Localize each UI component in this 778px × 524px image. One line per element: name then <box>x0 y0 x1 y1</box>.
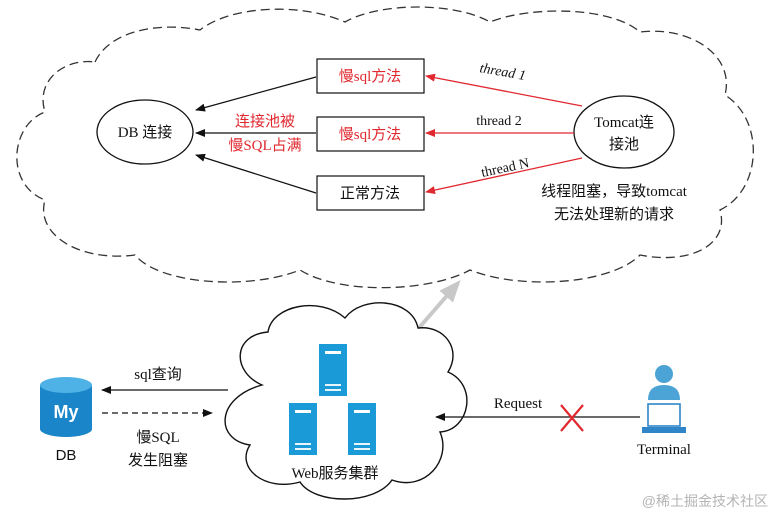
threadN-label: thread N <box>480 156 531 181</box>
thread-blocked-note-line2: 无法处理新的请求 <box>554 206 674 223</box>
db-connection-node <box>96 99 194 165</box>
arrow-normal-to-db <box>195 153 317 194</box>
watermark: @稀土掘金技术社区 <box>642 493 768 509</box>
pool-full-note-line2: 慢SQL占满 <box>228 137 301 154</box>
server-icon-left <box>289 403 317 455</box>
threadN-arrow <box>425 157 583 194</box>
request-label: Request <box>494 396 543 412</box>
slow-method-label-2: 慢sql方法 <box>339 126 402 143</box>
tomcat-pool-node <box>573 95 675 169</box>
slow-method-box-2 <box>316 116 425 152</box>
terminal-user-icon <box>642 365 686 433</box>
thread2-label: thread 2 <box>476 114 521 129</box>
terminal-label: Terminal <box>637 442 691 458</box>
web-cluster-label: Web服务集群 <box>291 465 378 482</box>
pool-full-note-line1: 连接池被 <box>235 113 295 130</box>
tomcat-pool-label-line2: 接池 <box>609 136 639 153</box>
normal-method-label: 正常方法 <box>340 185 400 202</box>
slow-method-label-1: 慢sql方法 <box>339 68 402 85</box>
slow-method-box-1 <box>316 58 425 94</box>
arrow-slow1-to-db <box>195 76 317 112</box>
thread1-arrow <box>425 73 583 107</box>
normal-method-box <box>316 175 425 211</box>
db-connection-label: DB 连接 <box>118 124 173 141</box>
slow-sql-label-line1: 慢SQL <box>136 429 179 446</box>
thread1-label: thread 1 <box>478 61 526 84</box>
mysql-logo-text: My <box>53 402 78 422</box>
thread-blocked-note-line1: 线程阻塞，导致tomcat <box>541 182 688 200</box>
db-label: DB <box>56 447 77 464</box>
top-cloud-outline <box>16 6 754 289</box>
sql-query-label: sql查询 <box>134 366 182 383</box>
server-icon-top <box>319 344 347 396</box>
slow-sql-label-line2: 发生阻塞 <box>128 451 188 469</box>
mysql-db-icon: My <box>40 377 92 437</box>
web-cluster-cloud <box>224 302 468 500</box>
request-blocked-x-icon <box>560 404 584 432</box>
server-icon-right <box>348 403 376 455</box>
tomcat-pool-label-line1: Tomcat连 <box>594 114 654 131</box>
